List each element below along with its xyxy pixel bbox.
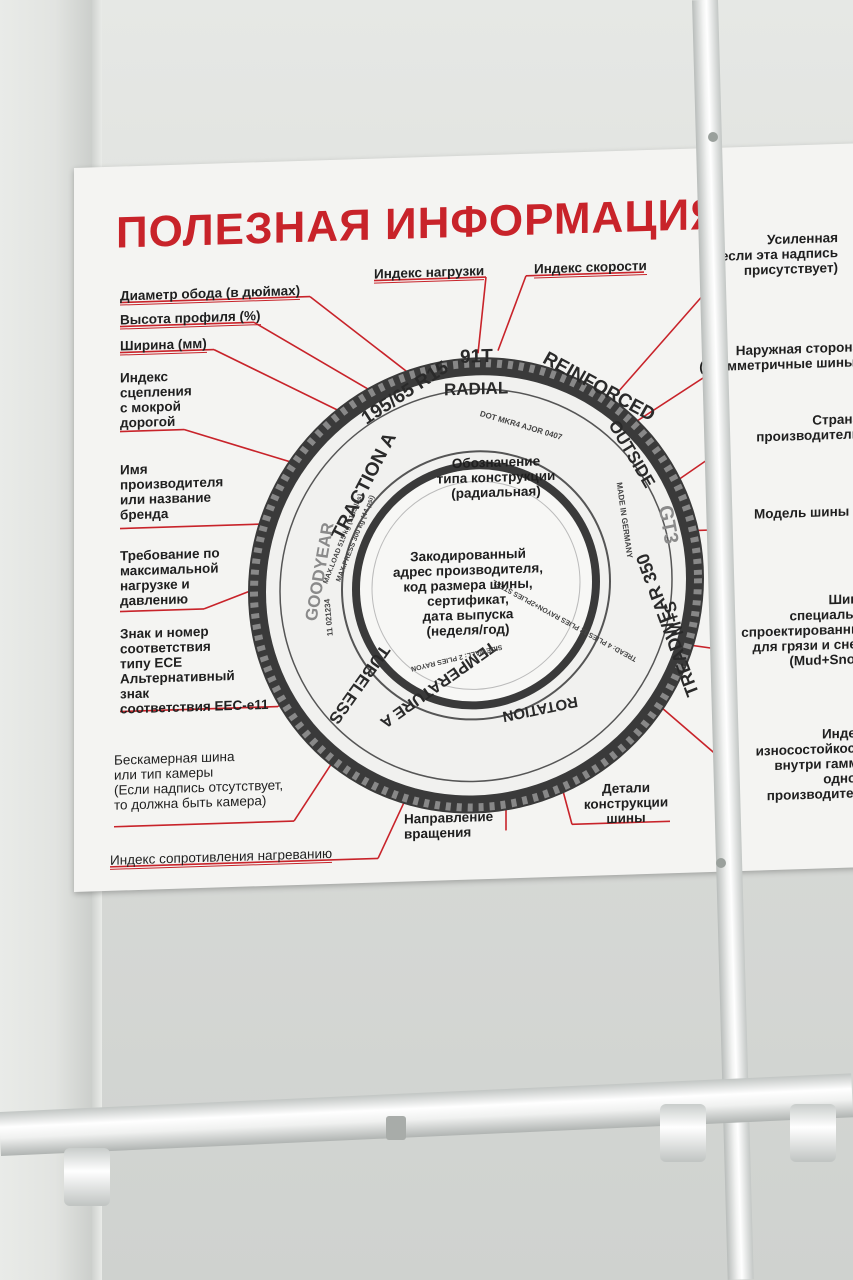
tire-ece: 11 021234 [322, 598, 335, 637]
info-poster: ПОЛЕЗНАЯ ИНФОРМАЦИЯ [74, 143, 853, 893]
bolt [716, 858, 726, 868]
tire-radial: RADIAL [444, 378, 509, 400]
pipe-joint [64, 1148, 110, 1206]
tire-diagram [110, 271, 723, 868]
tire-load-speed: 91T [460, 345, 493, 368]
label-model: Модель шины [754, 503, 850, 522]
pipe-joint [790, 1104, 836, 1162]
label-speed-index: Индекс скорости [534, 257, 647, 279]
label-width: Ширина (мм) [120, 335, 207, 356]
label-outside: Наружная сторона(асимметричные шины) [699, 339, 853, 375]
pipe-joint [660, 1104, 706, 1162]
rim-hole [360, 469, 592, 702]
bolt [708, 132, 718, 142]
tire-model: GT3 [653, 503, 683, 547]
pipe-clip [386, 1116, 406, 1140]
label-load-index: Индекс нагрузки [374, 263, 485, 284]
